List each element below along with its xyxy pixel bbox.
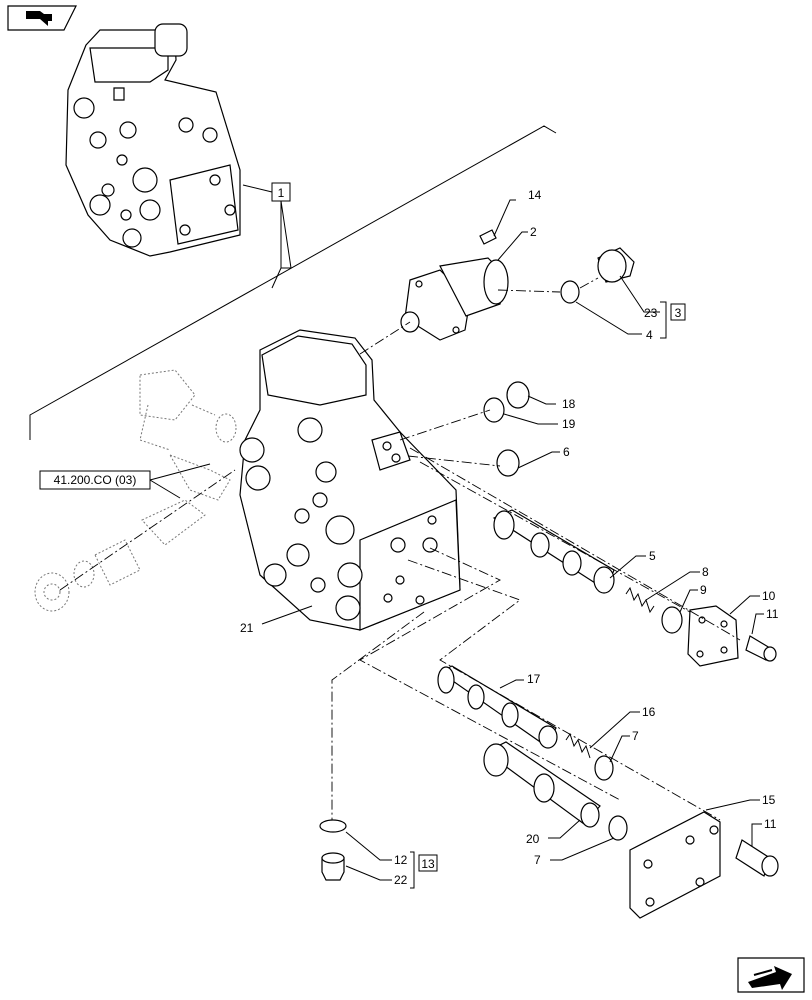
spring-upper (625, 586, 655, 614)
callout-4: 4 (646, 328, 653, 342)
screw-part (479, 229, 497, 245)
spool-lower (483, 741, 601, 828)
callout-8: 8 (702, 565, 709, 579)
callout-7-upper: 7 (632, 729, 639, 743)
callout-3: 3 (675, 306, 682, 320)
spool-middle (437, 665, 558, 749)
screw-upper (745, 635, 777, 662)
callout-5: 5 (649, 549, 656, 563)
reference-link[interactable]: 41.200.CO (03) (39, 470, 151, 490)
ring-9-part (661, 606, 683, 634)
ghost-components (34, 369, 237, 612)
solenoid-part (400, 257, 509, 341)
lower-plug-parts (319, 819, 347, 881)
callout-9: 9 (700, 583, 707, 597)
nav-back-icon[interactable] (7, 5, 77, 31)
callout-7-lower: 7 (534, 853, 541, 867)
callout-17: 17 (527, 672, 541, 686)
leader-lines (149, 199, 764, 889)
callout-box-1 (271, 182, 291, 202)
callout-20: 20 (526, 832, 540, 846)
cover-upper (687, 605, 739, 667)
section-divider (29, 125, 557, 440)
callout-15: 15 (762, 793, 776, 807)
callout-19: 19 (562, 417, 576, 431)
assembly-lines (331, 277, 741, 821)
plug-part (560, 247, 635, 304)
callout-13: 13 (421, 857, 435, 871)
callout-11-lower: 11 (764, 817, 777, 831)
valve-body (239, 329, 461, 631)
spool-upper (492, 509, 615, 594)
callout-16: 16 (642, 705, 656, 719)
callout-box-3 (670, 303, 686, 321)
callout-6: 6 (563, 445, 570, 459)
reference-label[interactable]: 41.200.CO (03) (54, 473, 137, 487)
callout-12: 12 (394, 853, 408, 867)
callout-10: 10 (762, 589, 776, 603)
callout-23: 23 (644, 306, 658, 320)
callout-11-upper: 11 (766, 607, 779, 621)
valve-assembly-overview (65, 23, 241, 257)
screw-lower (735, 839, 779, 877)
callout-box-13 (418, 854, 438, 872)
callout-2: 2 (530, 225, 537, 239)
ring-7b-part (608, 815, 628, 841)
ring-7a-part (594, 755, 614, 781)
callout-1: 1 (278, 186, 285, 200)
callout-22: 22 (394, 873, 408, 887)
nav-next-icon[interactable] (737, 957, 805, 993)
cover-lower (629, 811, 721, 919)
callout-21: 21 (240, 621, 254, 635)
o-rings-upper (483, 381, 530, 477)
spring-middle (565, 732, 591, 759)
callout-14: 14 (528, 188, 542, 202)
callout-18: 18 (562, 397, 576, 411)
